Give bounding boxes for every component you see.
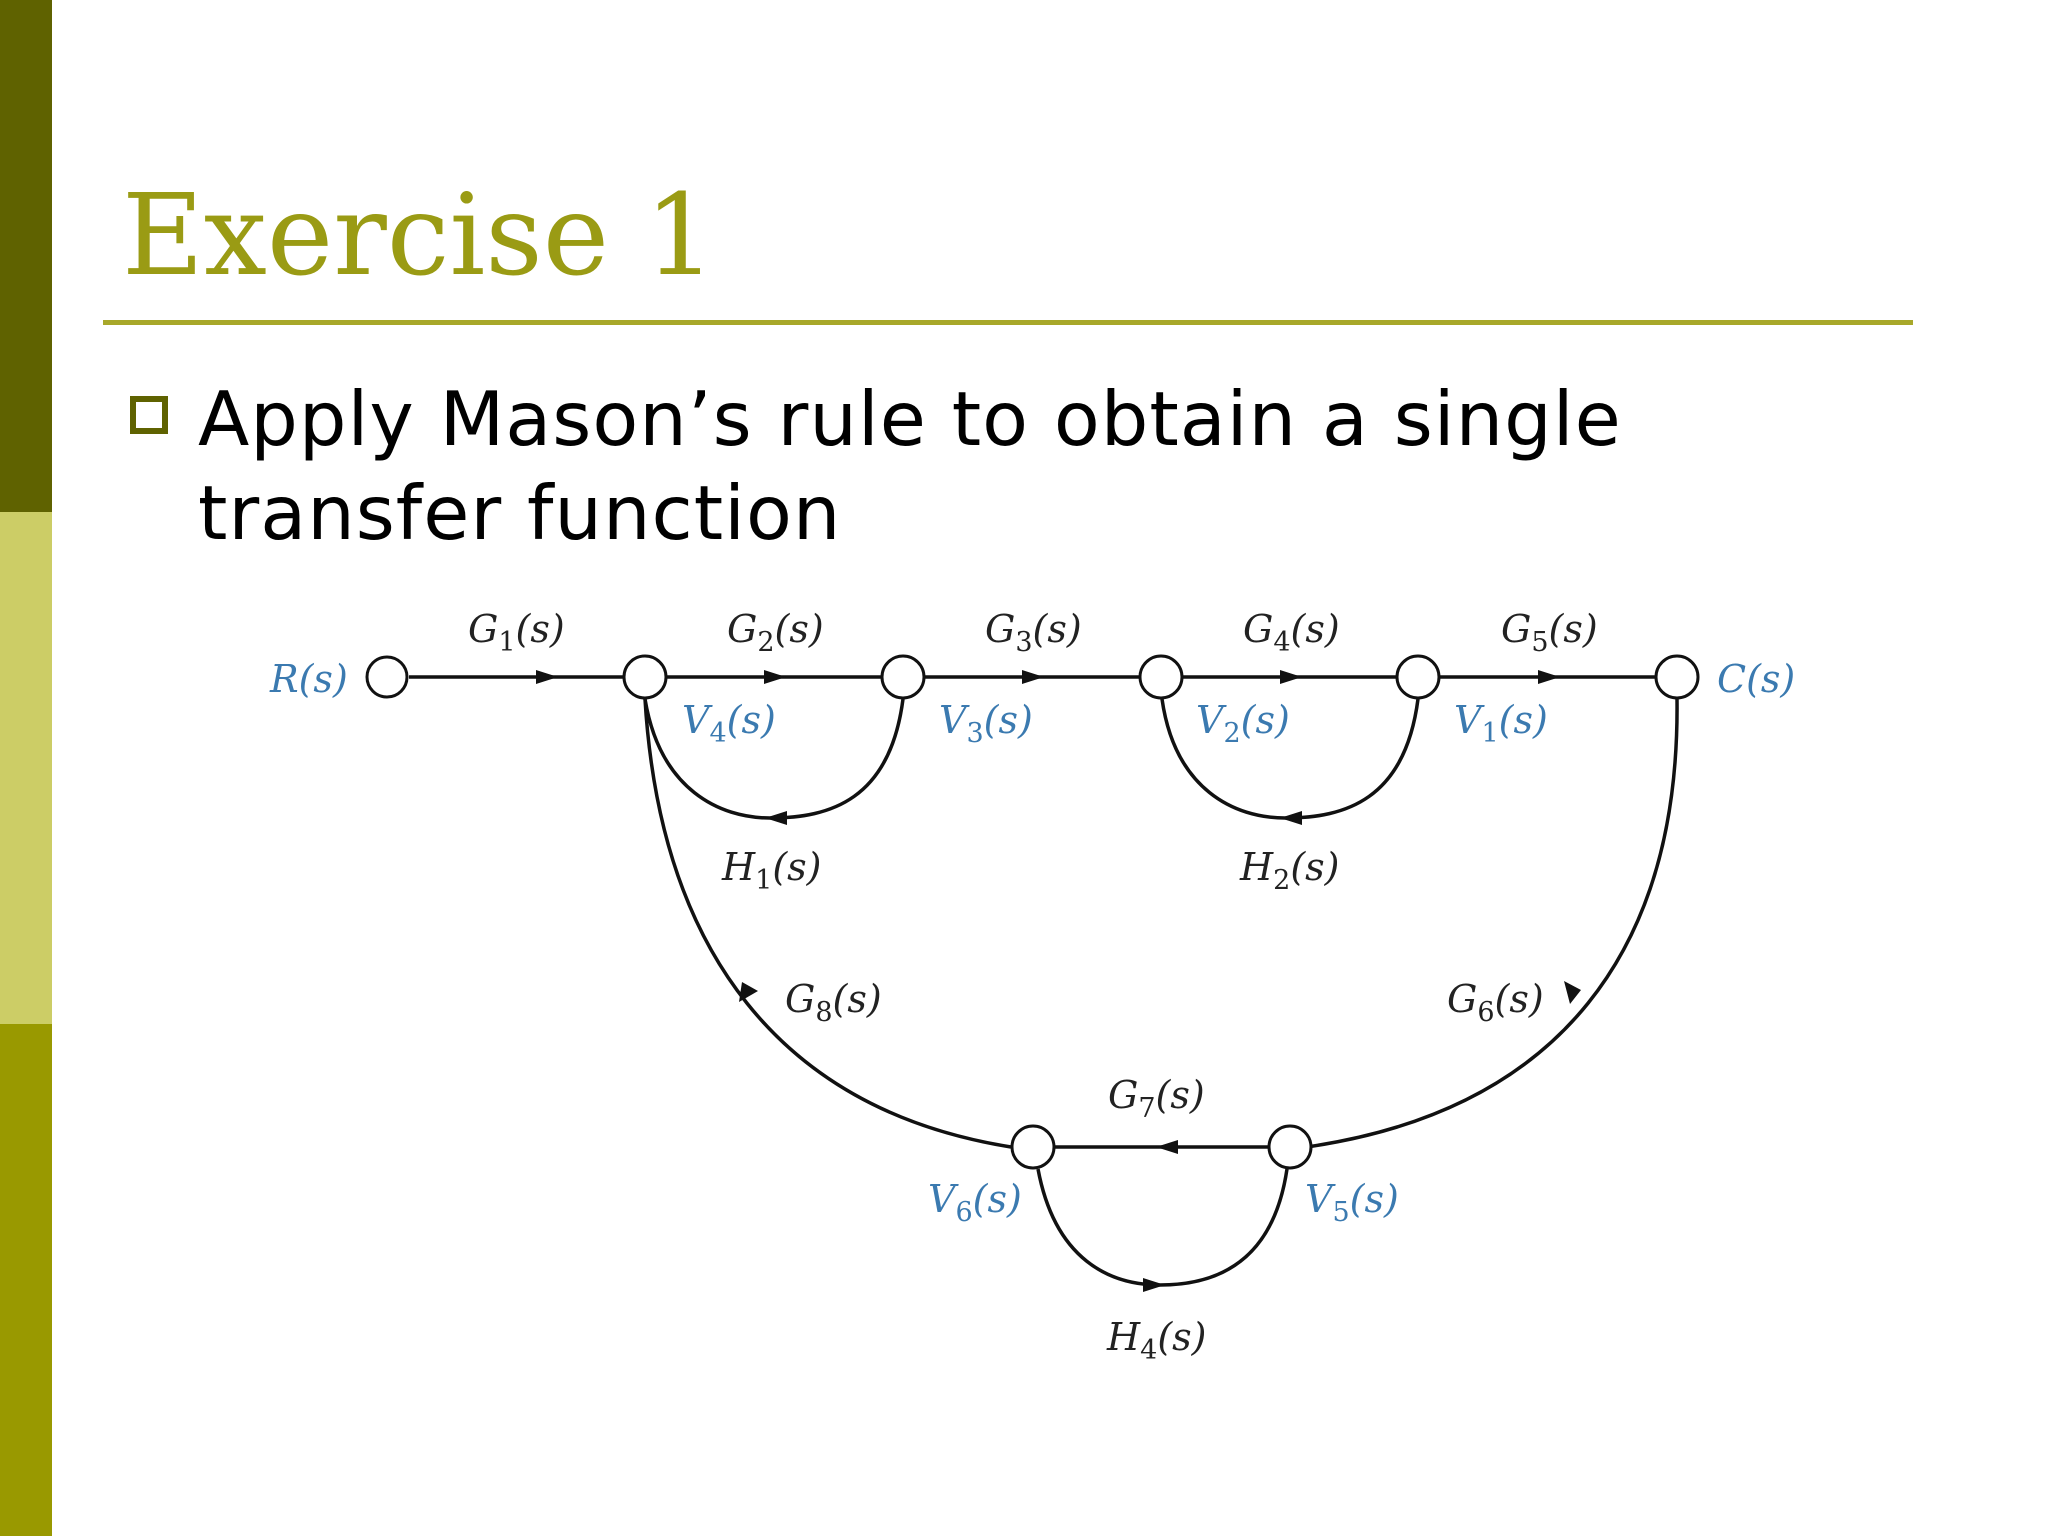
node-c <box>1654 654 1700 700</box>
label-v6: V6(s) <box>928 1177 1022 1228</box>
label-v5: V5(s) <box>1305 1177 1399 1228</box>
branch-h4 <box>1036 1168 1289 1287</box>
node-v1 <box>1395 654 1441 700</box>
node-v4 <box>622 654 668 700</box>
slide-title: Exercise 1 <box>122 171 716 301</box>
label-v2: V2(s) <box>1196 698 1290 749</box>
arrowhead-h2 <box>1280 811 1302 825</box>
branch-g6 <box>1306 698 1679 1149</box>
arrowhead-g3 <box>1022 670 1044 684</box>
node-v5 <box>1267 1124 1313 1170</box>
label-g7: G7(s) <box>1108 1073 1205 1124</box>
label-h2: H2(s) <box>1239 845 1339 896</box>
label-g1: G1(s) <box>468 607 565 658</box>
label-g5: G5(s) <box>1501 607 1598 658</box>
square-bullet-icon <box>130 396 168 434</box>
node-v2 <box>1138 654 1184 700</box>
arrowheads <box>536 670 1581 1292</box>
label-r: R(s) <box>269 657 348 701</box>
arrowhead-g5 <box>1538 670 1560 684</box>
label-v3: V3(s) <box>939 698 1033 749</box>
label-g4: G4(s) <box>1243 607 1340 658</box>
arrowhead-g2 <box>764 670 786 684</box>
label-h4: H4(s) <box>1106 1315 1206 1366</box>
sidebar-segment-dark <box>0 0 52 512</box>
sidebar-decoration <box>0 0 52 1536</box>
arrowhead-g6 <box>1564 981 1581 1004</box>
arrowhead-g4 <box>1280 670 1302 684</box>
title-underline <box>103 320 1913 325</box>
sidebar-segment-light <box>0 512 52 1024</box>
node-r <box>365 655 409 699</box>
label-v4: V4(s) <box>682 698 776 749</box>
arrowhead-g7 <box>1156 1140 1178 1154</box>
sidebar-segment-mid <box>0 1024 52 1536</box>
arrowhead-g1 <box>536 670 558 684</box>
label-g6: G6(s) <box>1447 977 1544 1028</box>
arrowhead-h4 <box>1143 1278 1165 1292</box>
bullet-text: Apply Mason’s rule to obtain a single tr… <box>198 375 1622 557</box>
node-v3 <box>880 654 926 700</box>
branch-g8 <box>643 698 1012 1149</box>
label-h1: H1(s) <box>721 845 821 896</box>
node-v6 <box>1010 1124 1056 1170</box>
label-c: C(s) <box>1717 657 1795 701</box>
label-g3: G3(s) <box>985 607 1082 658</box>
arrowhead-g8 <box>739 982 758 1002</box>
label-v1: V1(s) <box>1454 698 1548 749</box>
label-g8: G8(s) <box>785 977 882 1028</box>
arrowhead-h1 <box>765 811 787 825</box>
label-g2: G2(s) <box>727 607 824 658</box>
